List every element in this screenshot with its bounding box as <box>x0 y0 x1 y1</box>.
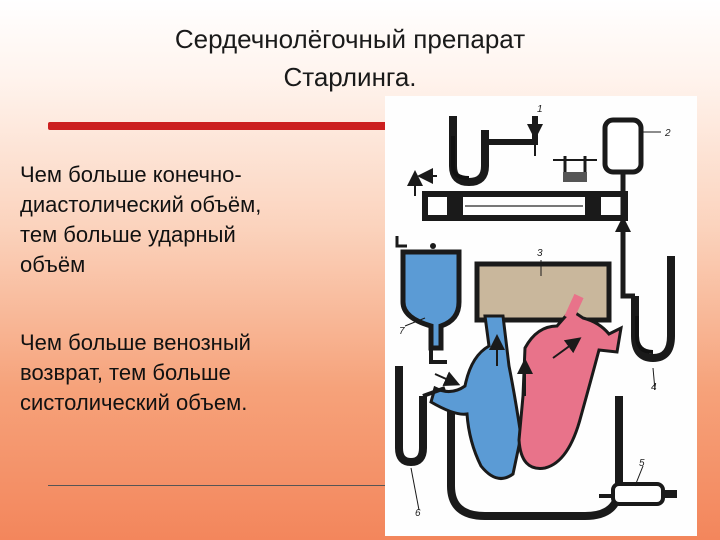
starling-preparation-figure: 1 2 3 4 5 6 7 <box>385 96 697 536</box>
paragraph-1: Чем больше конечно- диастолический объём… <box>20 160 360 280</box>
title-divider <box>48 122 398 130</box>
heart-icon <box>429 293 623 520</box>
label-6: 6 <box>415 508 421 519</box>
label-7: 7 <box>399 326 405 337</box>
label-1: 1 <box>537 104 543 115</box>
paragraph-2: Чем больше венозный возврат, тем больше … <box>20 328 360 418</box>
paragraph-1-line: диастолический объём, <box>20 192 262 217</box>
flow-arrows <box>407 120 631 396</box>
label-5: 5 <box>639 458 645 469</box>
pump-bulb-icon <box>599 482 677 506</box>
manometer-right-icon <box>631 256 675 363</box>
paragraph-1-line: объём <box>20 252 86 277</box>
label-2: 2 <box>664 128 671 139</box>
lung-block-icon <box>474 261 612 323</box>
paragraph-2-line: Чем больше венозный <box>20 330 251 355</box>
label-4: 4 <box>651 382 657 393</box>
heart-lung-diagram: 1 2 3 4 5 6 7 <box>395 104 677 520</box>
label-3: 3 <box>537 248 543 259</box>
pressure-reservoir-icon <box>602 117 661 299</box>
paragraph-2-line: возврат, тем больше <box>20 360 231 385</box>
bottom-divider <box>48 485 388 486</box>
slide-title: Сердечнолёгочный препарат Старлинга. <box>60 20 640 96</box>
manometer-bottom-left-icon <box>395 366 446 467</box>
title-line-2: Старлинга. <box>283 62 417 92</box>
resistance-clamp-icon <box>534 116 597 182</box>
paragraph-1-line: Чем больше конечно- <box>20 162 242 187</box>
paragraph-2-line: систолический объем. <box>20 390 248 415</box>
venous-reservoir-icon <box>395 236 462 364</box>
title-line-1: Сердечнолёгочный препарат <box>174 24 526 54</box>
figure-labels: 1 2 3 4 5 6 7 <box>399 104 671 519</box>
paragraph-1-line: тем больше ударный <box>20 222 236 247</box>
manometer-left-icon <box>449 116 489 187</box>
